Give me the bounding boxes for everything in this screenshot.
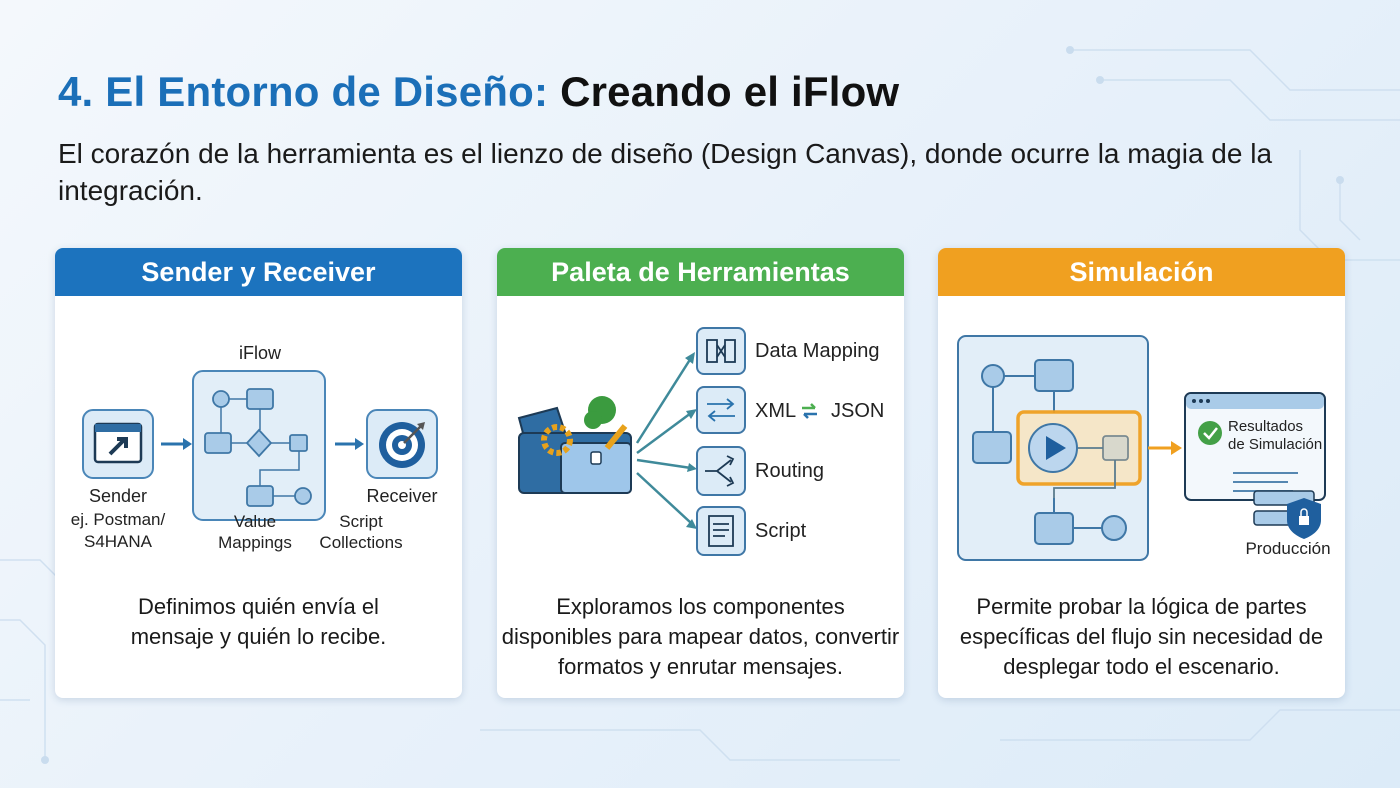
script-collections-label-2: Collections — [319, 533, 403, 552]
card-header: Paleta de Herramientas — [497, 248, 904, 296]
card-header: Simulación — [938, 248, 1345, 296]
palette-item-xml[interactable]: XML — [755, 400, 797, 422]
palette-item-json[interactable]: JSON — [831, 400, 885, 422]
toolbox-icon — [517, 396, 632, 494]
iflow-canvas — [192, 370, 326, 521]
value-mappings-label: Value — [233, 512, 277, 531]
card-header: Sender y Receiver — [55, 248, 462, 296]
sender-example-2: S4HANA — [83, 532, 153, 551]
routing-icon — [696, 446, 746, 496]
sender-example: ej. Postman/ — [70, 510, 166, 529]
sender-label: Sender — [88, 486, 148, 506]
script-collections-label: Script — [339, 512, 383, 531]
card-description: Definimos quién envía el mensaje y quién… — [130, 594, 387, 649]
card-simulation: Simulación Re — [938, 248, 1345, 698]
results-window — [1184, 392, 1326, 501]
page-subtitle: El corazón de la herramienta es el lienz… — [58, 138, 1273, 206]
simulation-diagram — [957, 335, 1326, 561]
design-canvas — [957, 335, 1149, 561]
convert-icon — [696, 386, 746, 434]
sender-icon — [82, 409, 154, 479]
palette-item-routing[interactable]: Routing — [755, 460, 824, 482]
title-highlight: 4. El Entorno de Diseño: — [58, 68, 549, 115]
iflow-label: iFlow — [238, 343, 282, 363]
results-title: Resultados — [1228, 418, 1304, 435]
production-label: Producción — [1245, 539, 1331, 558]
results-title-2: de Simulación — [1228, 436, 1323, 453]
iflow-diagram — [82, 370, 438, 521]
check-icon — [1198, 421, 1222, 445]
production-server-icon — [1253, 490, 1321, 539]
palette-item-data-mapping[interactable]: Data Mapping — [755, 340, 880, 362]
title-rest: Creando el iFlow — [560, 68, 900, 115]
palette-item-script[interactable]: Script — [755, 520, 807, 542]
card-description: Permite probar la lógica de partes espec… — [959, 594, 1324, 679]
page-title: 4. El Entorno de Diseño: Creando el iFlo… — [58, 68, 899, 116]
palette-diagram — [517, 327, 817, 556]
value-mappings-label-2: Mappings — [218, 533, 292, 552]
card-description: Exploramos los componentes disponibles p… — [501, 594, 900, 679]
receiver-target-icon — [366, 409, 438, 479]
receiver-label: Receiver — [366, 486, 438, 506]
card-tool-palette: Paleta de Herramientas Data Ma — [497, 248, 904, 698]
script-icon — [696, 506, 746, 556]
card-sender-receiver: Sender y Receiver — [55, 248, 462, 698]
